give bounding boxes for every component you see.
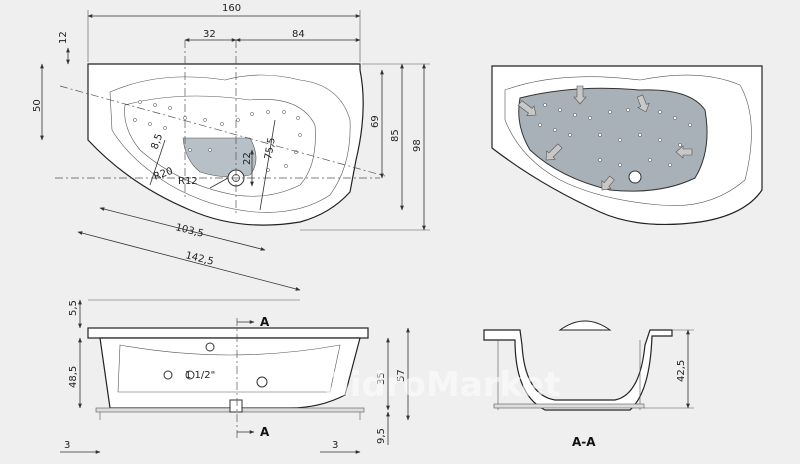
- jet-hole: [678, 143, 682, 147]
- flow-arrow-icon: [601, 175, 615, 191]
- pipe-size-label: 1 1/2": [185, 370, 215, 381]
- jet-hole: [688, 123, 692, 127]
- front-pump-icon: [256, 376, 268, 388]
- dim-48-5: 48,5: [68, 366, 79, 388]
- dim-32: 32: [203, 29, 216, 40]
- section-marker-bottom: A: [260, 425, 270, 439]
- jet-hole: [138, 100, 142, 104]
- flow-arrow-icon: [573, 85, 587, 105]
- jet-hole: [543, 103, 547, 107]
- section-title: A-A: [572, 435, 596, 449]
- jet-hole: [598, 158, 602, 162]
- jet-hole: [236, 118, 240, 122]
- perspective-view: [491, 65, 763, 226]
- dim-84: 84: [292, 29, 305, 40]
- front-view: A A 1 1/2" 5,5 48,5 35 57 9,5 3 3: [60, 299, 410, 454]
- section-marker-top: A: [260, 315, 270, 329]
- jet-hole: [148, 122, 152, 126]
- jet-hole: [658, 138, 662, 142]
- jet-hole: [220, 122, 224, 126]
- dim-57: 57: [396, 369, 407, 382]
- jet-holes-top: [133, 100, 302, 172]
- dim-12: 12: [58, 31, 69, 44]
- section-headrest: [558, 320, 612, 331]
- top-view: 160 32 84 12 50 69 85 98 8,5 75,5 22 R20…: [32, 3, 430, 291]
- jet-hole: [648, 158, 652, 162]
- jet-hole: [284, 164, 288, 168]
- overflow-icon: [205, 342, 215, 352]
- jet-hole: [618, 138, 622, 142]
- dim-142-5: 142,5: [184, 250, 214, 268]
- jet-hole: [608, 110, 612, 114]
- dim-8-5: 8,5: [149, 132, 165, 151]
- jet-hole: [296, 116, 300, 120]
- perspective-basin: [518, 87, 708, 192]
- dim-85: 85: [390, 129, 401, 142]
- front-drain-icon: [229, 399, 243, 413]
- jet-hole: [588, 116, 592, 120]
- dim-r12: R12: [178, 176, 198, 187]
- front-rim: [87, 327, 369, 339]
- flow-arrow-icon: [675, 145, 693, 159]
- jet-hole: [668, 163, 672, 167]
- dim-50: 50: [32, 99, 43, 112]
- dim-35: 35: [376, 372, 387, 385]
- flow-arrow-icon: [636, 94, 650, 113]
- jet-hole: [638, 133, 642, 137]
- jet-hole: [250, 112, 254, 116]
- dim-3-right: 3: [332, 440, 338, 451]
- dim-5-5: 5,5: [68, 300, 79, 316]
- perspective-drain-icon: [628, 170, 642, 184]
- jet-hole: [188, 148, 192, 152]
- jet-hole: [266, 110, 270, 114]
- dim-3-left: 3: [64, 440, 70, 451]
- flow-arrow-icon: [545, 143, 563, 161]
- front-inner: [117, 344, 341, 393]
- jet-hole: [673, 116, 677, 120]
- top-view-inner-rim: [109, 74, 351, 213]
- jet-hole: [168, 106, 172, 110]
- jet-hole: [298, 133, 302, 137]
- jet-hole: [203, 118, 207, 122]
- watermark-text: GidroMarket: [322, 365, 561, 405]
- dim-98: 98: [412, 139, 423, 152]
- perspective-rim: [504, 74, 752, 206]
- jet-hole: [598, 133, 602, 137]
- dim-75-5: 75,5: [263, 137, 278, 161]
- jet-hole: [618, 163, 622, 167]
- jet-hole: [208, 148, 212, 152]
- section-profile: [483, 329, 673, 411]
- front-jet-icon: [185, 370, 195, 380]
- dim-total-length: 160: [222, 3, 241, 14]
- front-shell: [99, 337, 361, 409]
- dim-69: 69: [370, 115, 381, 128]
- jet-hole: [133, 118, 137, 122]
- jet-hole: [573, 113, 577, 117]
- dim-103-5: 103,5: [174, 222, 204, 240]
- top-view-basin: [124, 95, 316, 197]
- jet-hole: [282, 110, 286, 114]
- dim-22: 22: [242, 152, 253, 165]
- jet-hole: [163, 126, 167, 130]
- dim-9-5: 9,5: [376, 428, 387, 444]
- jet-hole: [553, 128, 557, 132]
- jet-hole: [568, 133, 572, 137]
- flow-arrows: [517, 85, 693, 191]
- jet-hole: [538, 123, 542, 127]
- jet-hole: [626, 108, 630, 112]
- flow-arrow-icon: [517, 100, 537, 116]
- front-jet-icon: [163, 370, 173, 380]
- dim-42-5: 42,5: [676, 360, 687, 382]
- jet-hole: [153, 103, 157, 107]
- jet-hole: [658, 110, 662, 114]
- section-view: 42,5 A-A: [483, 320, 694, 449]
- jet-hole: [558, 108, 562, 112]
